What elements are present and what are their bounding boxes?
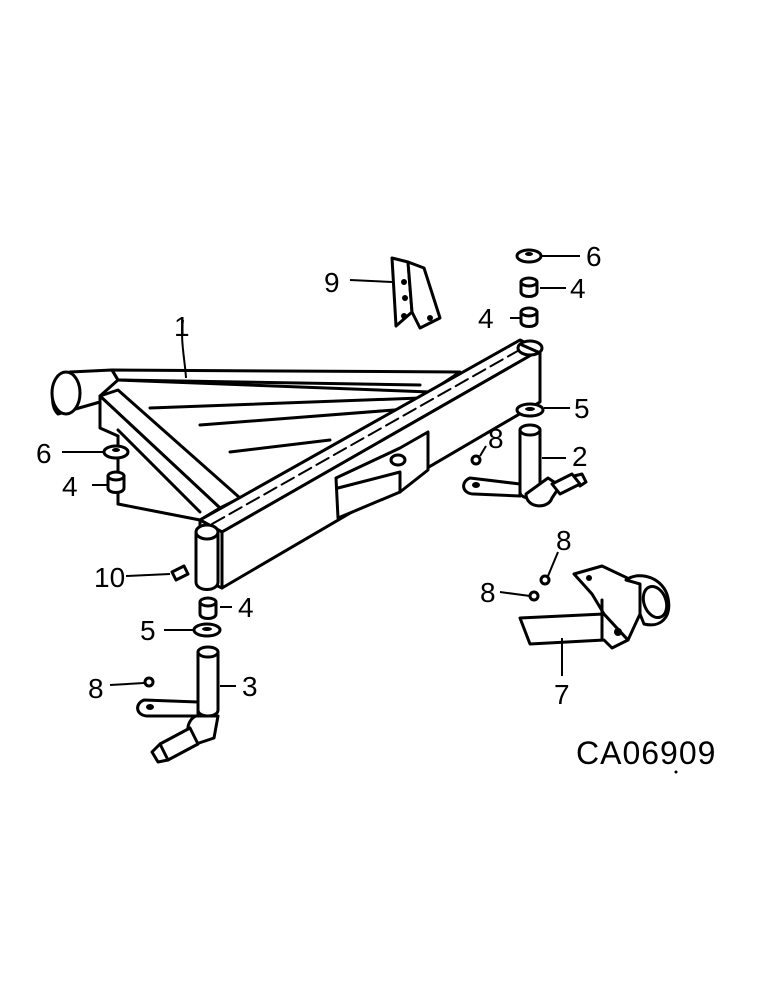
grease-fitting-8-right (470, 454, 482, 466)
callout-3: 3 (242, 671, 258, 702)
leader-9 (349, 279, 393, 283)
tongue-tube-end (50, 370, 82, 416)
washer-6-left-hole (112, 448, 120, 452)
grease-fitting-8-left (143, 676, 155, 688)
steering-arm-right (462, 476, 522, 498)
stub-axle-right (550, 472, 582, 496)
stub-axle-right-tip (572, 472, 588, 488)
steering-arm-right-hole (472, 482, 480, 488)
lower-brace (228, 438, 332, 454)
hitch-hole (586, 575, 592, 581)
leader-10 (125, 573, 171, 577)
grease-fitting-8-hitch-a (539, 574, 551, 586)
callout-8d: 8 (480, 577, 496, 608)
callout-8c: 8 (556, 525, 572, 556)
cross-beam-centerline (211, 343, 531, 525)
callout-8a: 8 (488, 423, 504, 454)
bracket-9-right (406, 260, 442, 330)
left-spindle-stack (102, 444, 222, 764)
middle-brace-bottom (198, 406, 422, 427)
leader-8b (109, 682, 145, 686)
grease-fitting-8-hitch-b (528, 590, 540, 602)
washer-6-right-hole (525, 252, 533, 256)
bracket-9-hole (427, 315, 433, 321)
bracket-9-hole (401, 313, 407, 319)
right-spindle-stack (462, 248, 588, 508)
speck (674, 770, 678, 774)
bushing-4-right-b-top (519, 306, 539, 318)
leader-1 (181, 319, 187, 379)
callout-2: 2 (572, 441, 588, 472)
steering-arm-left (136, 698, 200, 718)
leader-8d (499, 591, 531, 597)
fitting-10 (170, 564, 190, 582)
bracket-part-9 (390, 256, 442, 330)
spindle-3-top (196, 645, 220, 659)
leader-8a (479, 445, 487, 457)
callouts: 1 2 3 4 4 4 4 5 5 6 6 7 8 8 8 8 9 10 (36, 241, 602, 710)
callout-1: 1 (174, 311, 190, 342)
callout-6a: 6 (586, 241, 602, 272)
bushing-4-left-b-top (198, 596, 218, 608)
axle-frame (50, 338, 544, 591)
center-pivot-bracket (334, 430, 430, 520)
callout-4c: 4 (62, 471, 78, 502)
bracket-9-hole (402, 295, 408, 301)
left-spindle-tube (194, 532, 220, 591)
upper-brace-edge (116, 378, 422, 387)
bearing-5-right-hole (525, 407, 535, 411)
callout-10: 10 (94, 562, 125, 593)
stub-axle-left (158, 726, 200, 762)
callout-4d: 4 (238, 592, 254, 623)
callout-6b: 6 (36, 438, 52, 469)
bushing-4-right-a-top (519, 276, 539, 288)
callout-8b: 8 (88, 673, 104, 704)
hitch-tube-end (641, 585, 669, 619)
callout-5a: 5 (574, 393, 590, 424)
leader-8c (547, 551, 559, 577)
figure-id-label: CA06909 (576, 735, 716, 771)
callout-7: 7 (554, 679, 570, 710)
right-boss-mark (520, 343, 540, 354)
bushing-4-left-a-top (106, 470, 126, 482)
steering-arm-left-hole (146, 704, 154, 710)
bearing-5-left-hole (202, 627, 212, 631)
callout-9: 9 (324, 267, 340, 298)
leader-lines (62, 255, 580, 687)
center-pivot-bracket-edge (336, 470, 402, 494)
callout-4a: 4 (570, 273, 586, 304)
hitch-hole (614, 628, 622, 636)
left-beam-line (116, 428, 202, 514)
spindle-2-top (518, 423, 542, 437)
callout-4b: 4 (478, 303, 494, 334)
left-spindle-tube-top (194, 523, 220, 541)
bracket-9-hole (401, 279, 407, 285)
center-pivot-hole (389, 453, 407, 467)
hitch-bracket-part-7 (518, 564, 671, 650)
stub-axle-left-tip (150, 742, 170, 764)
callout-5b: 5 (140, 615, 156, 646)
spindle-3 (196, 650, 220, 718)
middle-brace-top (148, 396, 422, 410)
hitch-upper-plate (572, 564, 642, 642)
